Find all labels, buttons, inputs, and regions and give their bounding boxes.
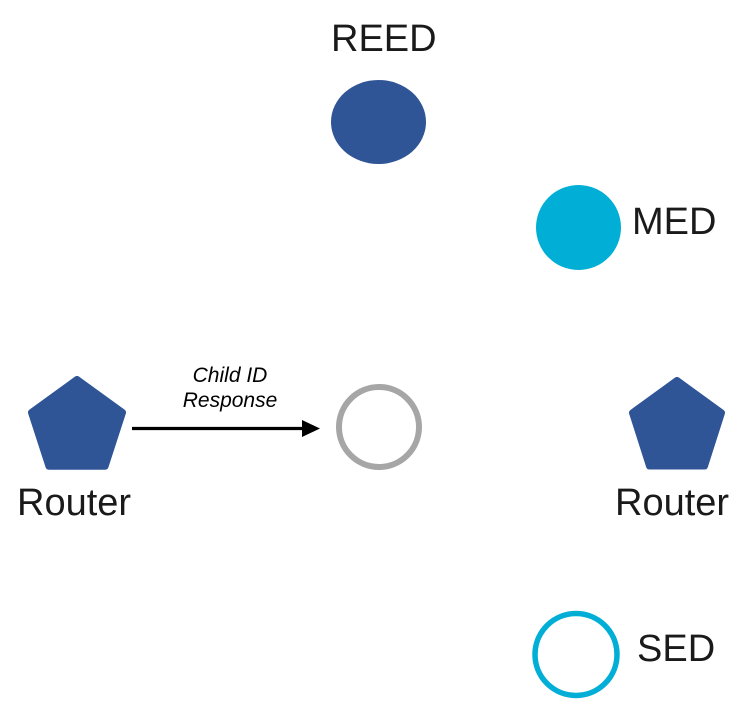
reed-node-shape[interactable]: [331, 80, 426, 164]
med-node-label: MED: [632, 201, 717, 243]
joining-device-node-shape[interactable]: [335, 383, 423, 471]
child-id-response-edge-label: Child ID Response: [182, 364, 278, 413]
router-left-node-shape[interactable]: [28, 376, 126, 470]
sed-node-shape[interactable]: [532, 610, 620, 699]
reed-node-label: REED: [331, 18, 437, 60]
router-right-node-shape[interactable]: [629, 377, 725, 470]
child-id-response-arrow-icon: [128, 405, 328, 453]
med-node-shape[interactable]: [536, 185, 621, 270]
router-right-node-label: Router: [615, 482, 730, 524]
router-left-node-label: Router: [17, 482, 132, 524]
sed-node-label: SED: [637, 628, 716, 670]
